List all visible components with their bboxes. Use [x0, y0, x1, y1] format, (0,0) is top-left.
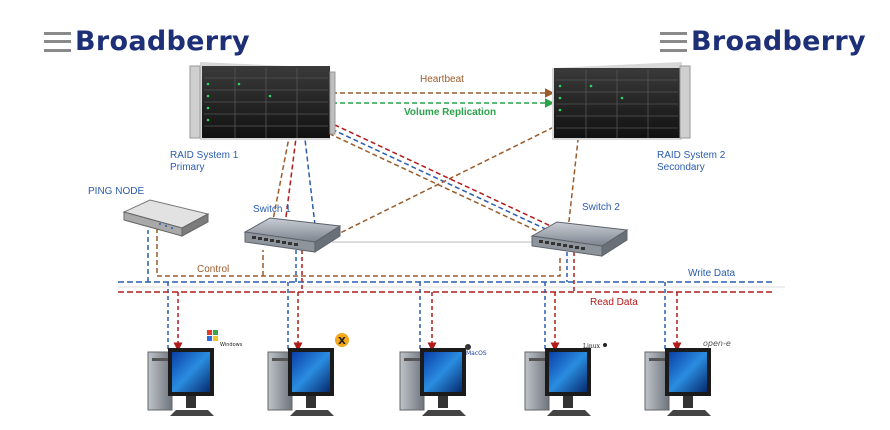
raid1-label-line1: RAID System 1	[170, 150, 239, 161]
raid-system-1-icon	[189, 62, 336, 140]
ping-node-label: PING NODE	[88, 186, 145, 197]
logo-wordmark: Broadberry	[75, 26, 250, 57]
raid1-switch2-red	[319, 117, 556, 229]
os-badge-windows: Windows	[220, 342, 243, 348]
switch-2-icon	[530, 221, 629, 257]
broadberry-logo-left: Broadberry	[44, 28, 250, 55]
raid2-switch1-brown	[329, 119, 569, 239]
workstation-icon	[267, 348, 334, 416]
workstation-icon	[644, 348, 711, 416]
workstation-icon	[399, 348, 466, 416]
raid1-label-line2: Primary	[170, 162, 205, 173]
volume-replication-label: Volume Replication	[404, 107, 497, 118]
raid1-switch2-brown	[299, 119, 549, 237]
read-data-label: Read Data	[590, 297, 638, 308]
os-badge-macos: MacOS	[466, 350, 487, 357]
raid1-switch2-blue	[309, 118, 553, 233]
switch1-raid1-brown	[271, 121, 293, 226]
switch-1-icon	[243, 217, 342, 253]
broadberry-logo-right: Broadberry	[660, 28, 866, 55]
switch2-label: Switch 2	[582, 202, 620, 213]
os-badge-x: X	[338, 336, 346, 347]
windows-logo-icon: Windows	[207, 330, 243, 348]
logo-bars-icon	[44, 31, 71, 52]
os-badge-open-e: open-e	[703, 339, 731, 348]
raid-system-2-icon	[552, 62, 691, 140]
logo-bars-icon	[660, 31, 687, 52]
raid2-label-line1: RAID System 2	[657, 150, 726, 161]
control-label: Control	[197, 264, 230, 275]
ping-node-icon	[122, 199, 210, 237]
open-e-logo-icon: open-e	[703, 339, 731, 348]
write-data-label: Write Data	[688, 268, 736, 279]
switch1-raid1-red	[284, 120, 302, 226]
workstation-icon	[524, 348, 591, 416]
control-path	[156, 228, 561, 277]
os-badge-linux: Linux	[583, 343, 601, 350]
switch1-raid1-blue	[299, 120, 316, 226]
macos-logo-icon: MacOS	[465, 344, 487, 357]
logo-wordmark: Broadberry	[691, 26, 866, 57]
workstation-links	[167, 282, 682, 352]
x-logo-icon: X	[335, 333, 349, 347]
switch1-label: Switch 1	[253, 204, 291, 215]
linux-logo-icon: Linux	[583, 343, 607, 350]
raid2-label-line2: Secondary	[657, 162, 705, 173]
workstation-icon	[147, 348, 214, 416]
heartbeat-label: Heartbeat	[420, 74, 464, 85]
